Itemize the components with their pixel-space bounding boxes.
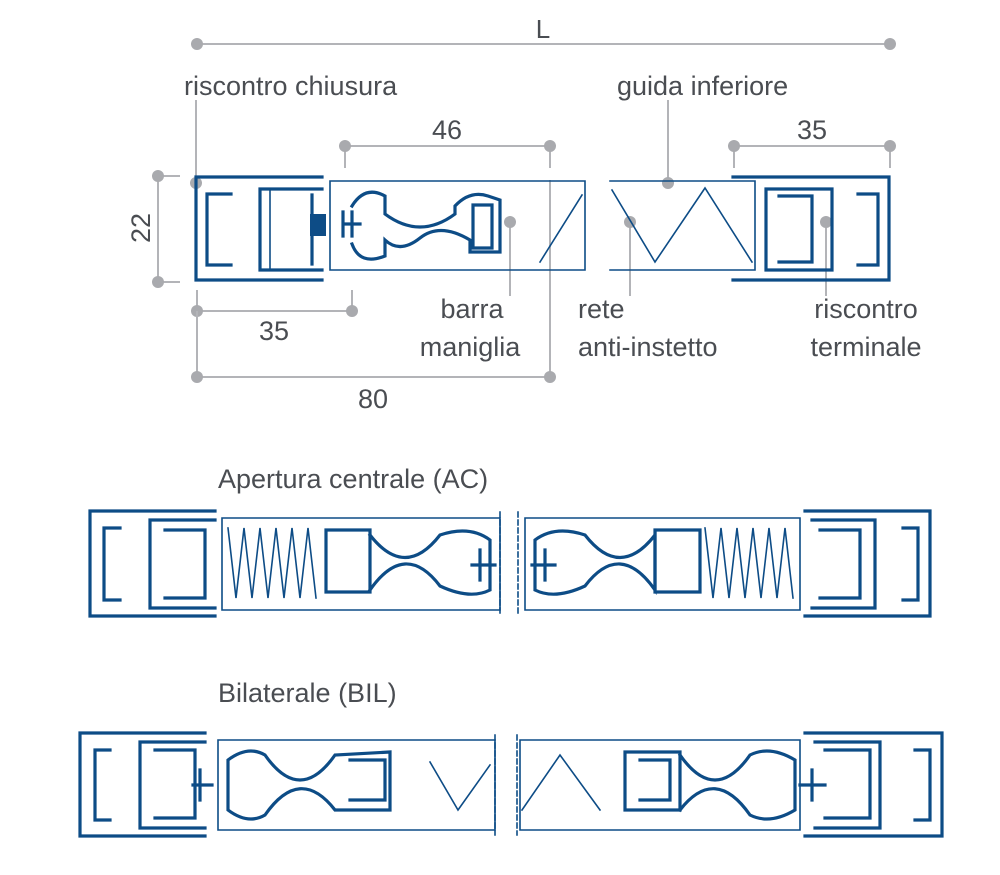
closing-to-bar-label: 80 (358, 384, 388, 414)
closing-profile-width-label: 35 (259, 316, 289, 346)
handle-bar-label-1: barra (440, 294, 504, 324)
length-label: L (536, 14, 550, 44)
handle-bar-label-2: maniglia (420, 332, 522, 362)
dimension-lines (152, 38, 896, 383)
central-opening-title: Apertura centrale (AC) (218, 464, 488, 494)
height-label: 22 (126, 213, 156, 243)
bilateral-profile (78, 731, 944, 838)
end-stop-label-1: riscontro (814, 294, 918, 324)
end-profile-width-label: 35 (797, 115, 827, 145)
bottom-guide-label: guida inferiore (617, 71, 788, 101)
mesh-label-2: anti-instetto (578, 332, 718, 362)
bilateral-title: Bilaterale (BIL) (218, 678, 397, 708)
top-section-profile (194, 175, 891, 282)
mesh-label-1: rete (578, 294, 625, 324)
handle-bar-width-label: 46 (432, 115, 462, 145)
end-stop-label-2: terminale (810, 332, 921, 362)
closing-stop-label: riscontro chiusura (184, 71, 398, 101)
central-opening-profile (88, 509, 932, 618)
